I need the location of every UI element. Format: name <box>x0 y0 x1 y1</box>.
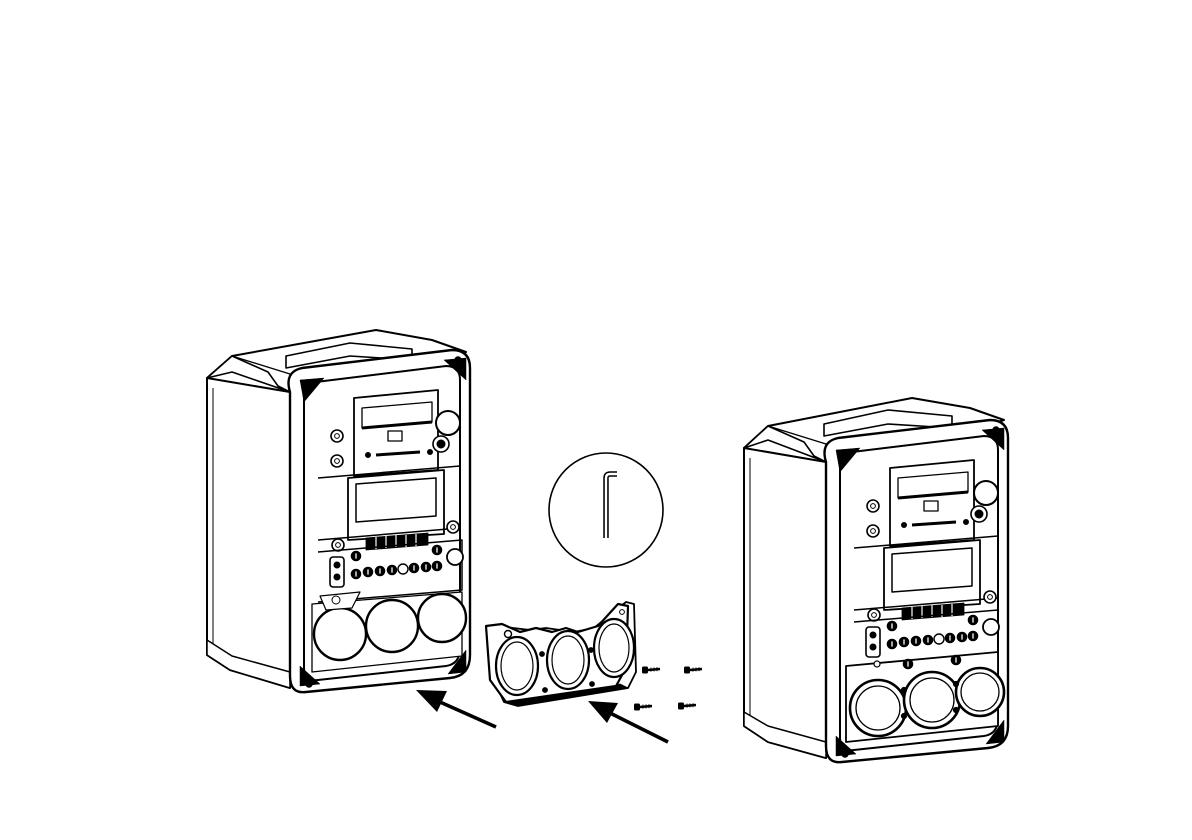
screws <box>634 667 702 711</box>
screw-icon <box>684 667 702 674</box>
allen-key-callout <box>549 453 663 567</box>
karaoke-unit-left <box>207 330 470 692</box>
screw-icon <box>634 704 652 711</box>
front-grille-panel <box>486 602 636 706</box>
arrow-icon <box>416 690 496 727</box>
screw-icon <box>642 667 660 674</box>
karaoke-unit-right <box>744 398 1008 762</box>
screw-icon <box>678 703 696 710</box>
arrow-icon <box>588 701 668 742</box>
